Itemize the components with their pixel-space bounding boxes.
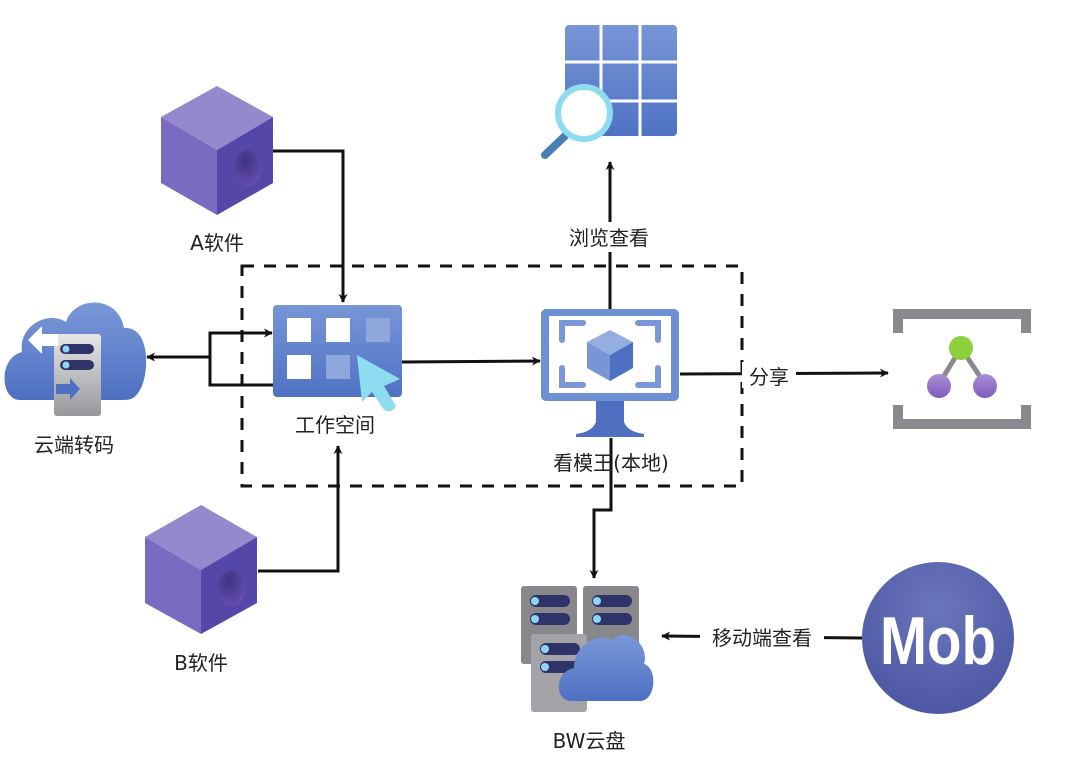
node-label: B软件 xyxy=(174,651,228,675)
node-label: 云端转码 xyxy=(34,433,114,457)
node-bw-cloud[interactable]: BW云盘 xyxy=(521,586,654,753)
edge-kanmowang-to-bwcloud[interactable] xyxy=(589,438,613,579)
node-kanmowang[interactable]: 看模王(本地) xyxy=(541,309,679,475)
node-label: 工作空间 xyxy=(295,413,375,437)
cube-icon xyxy=(145,505,257,634)
edge-label-browse: 浏览查看 xyxy=(569,226,649,250)
node-label: 看模王(本地) xyxy=(553,451,669,475)
workspace-grid-icon xyxy=(273,305,402,412)
node-browse-view[interactable] xyxy=(541,25,677,159)
edge-transcode-to-workspace[interactable] xyxy=(208,328,273,387)
node-label: BW云盘 xyxy=(553,729,626,753)
cube-icon xyxy=(161,86,273,215)
mob-logo-text: Mob xyxy=(880,603,996,679)
edge-b-to-workspace[interactable] xyxy=(258,445,343,573)
grid-search-icon xyxy=(541,25,677,159)
edge-label-mobile-view: 移动端查看 xyxy=(712,626,812,650)
node-software-b[interactable]: B软件 xyxy=(145,505,257,675)
edge-a-to-workspace[interactable] xyxy=(273,149,348,303)
cloud-server-icon xyxy=(4,302,147,416)
network-bracket-icon xyxy=(893,309,1031,429)
node-cloud-transcode[interactable]: 云端转码 xyxy=(4,302,147,457)
edge-label-share: 分享 xyxy=(749,365,789,389)
edges xyxy=(146,149,889,641)
edge-workspace-to-kanmowang[interactable] xyxy=(401,356,541,366)
node-software-a[interactable]: A软件 xyxy=(161,86,273,255)
node-workspace[interactable]: 工作空间 xyxy=(273,305,402,437)
local-group-boundary xyxy=(240,264,744,488)
node-label: A软件 xyxy=(190,231,244,255)
node-share-target[interactable] xyxy=(893,309,1031,429)
mob-circle-icon: Mob xyxy=(862,562,1014,714)
server-cloud-icon xyxy=(521,586,654,712)
node-mobile[interactable]: Mob xyxy=(862,562,1014,714)
monitor-cube-icon xyxy=(541,309,679,437)
